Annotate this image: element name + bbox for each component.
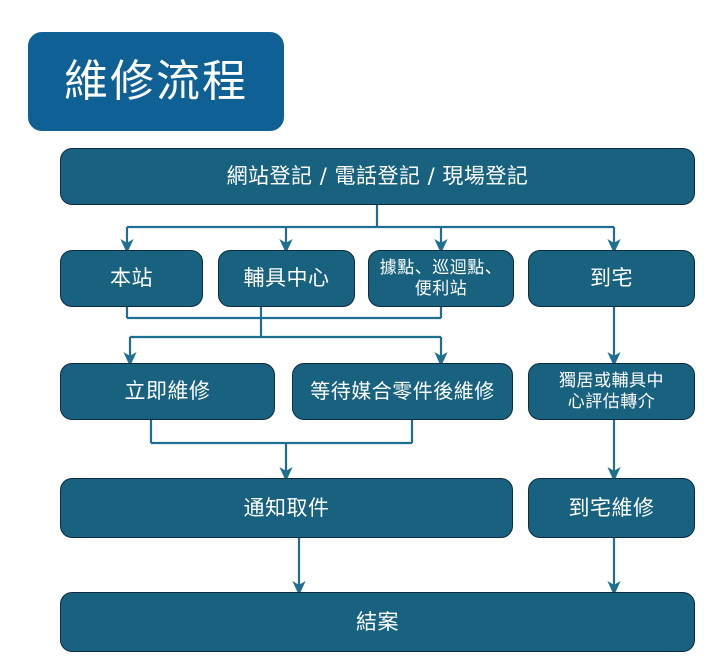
node-station-label: 本站 <box>110 266 153 291</box>
node-homefix-label: 到宅維修 <box>568 495 655 520</box>
node-intake-label: 網站登記 / 電話登記 / 現場登記 <box>226 164 529 189</box>
node-notify-label: 通知取件 <box>243 495 330 520</box>
node-intake[interactable]: 網站登記 / 電話登記 / 現場登記 <box>60 148 695 205</box>
node-center-label: 輔具中心 <box>243 266 330 291</box>
node-immediate[interactable]: 立即維修 <box>60 363 275 420</box>
node-waiting[interactable]: 等待媒合零件後維修 <box>292 363 513 420</box>
node-center[interactable]: 輔具中心 <box>218 250 355 307</box>
node-close-label: 結案 <box>356 609 399 634</box>
node-assess[interactable]: 獨居或輔具中 心評估轉介 <box>528 363 695 420</box>
node-homefix[interactable]: 到宅維修 <box>528 478 695 538</box>
node-close[interactable]: 結案 <box>60 592 695 652</box>
node-station[interactable]: 本站 <box>60 250 203 307</box>
node-home-label: 到宅 <box>590 266 633 291</box>
diagram-title: 維修流程 <box>28 32 284 131</box>
node-immediate-label: 立即維修 <box>124 379 211 404</box>
node-notify[interactable]: 通知取件 <box>60 478 513 538</box>
node-outpost-label: 據點、巡迴點、 便利站 <box>379 258 503 299</box>
node-waiting-label: 等待媒合零件後維修 <box>310 378 495 403</box>
diagram-title-label: 維修流程 <box>64 55 248 107</box>
node-outpost[interactable]: 據點、巡迴點、 便利站 <box>368 250 514 307</box>
node-assess-label: 獨居或輔具中 心評估轉介 <box>559 371 664 412</box>
node-home[interactable]: 到宅 <box>528 250 695 307</box>
